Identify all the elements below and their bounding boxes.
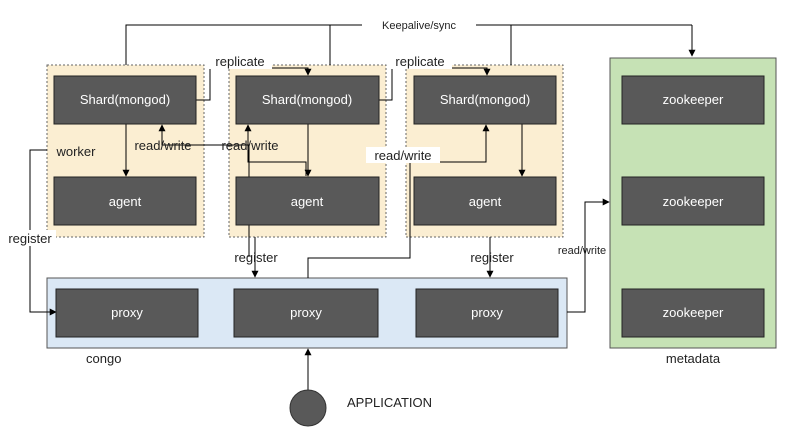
proxy-node-1 [55,288,199,338]
agent-node-2 [235,176,380,226]
agent-label-3: agent [469,194,502,209]
zookeeper-label-2: zookeeper [663,194,724,209]
agent-label-1: agent [109,194,142,209]
congo-label: congo [86,351,121,366]
register-label-1: register [8,231,52,246]
zookeeper-node-1 [621,75,765,125]
read-write-label-3: read/write [374,148,431,163]
register-label-3: register [470,250,514,265]
zookeeper-node-2 [621,176,765,226]
shard-label-2: Shard(mongod) [262,92,352,107]
proxy-node-2 [233,288,379,338]
zookeeper-label-1: zookeeper [663,92,724,107]
replicate-label-1: replicate [215,54,264,69]
read-write-label-meta: read/write [558,245,606,257]
worker-label: worker [55,144,96,159]
agent-node-1 [53,176,197,226]
proxy-label-1: proxy [111,305,143,320]
keepalive-edges [125,24,696,65]
shard-label-1: Shard(mongod) [80,92,170,107]
replicate-label-2: replicate [395,54,444,69]
application-label: APPLICATION [347,395,432,410]
agent-label-2: agent [291,194,324,209]
read-write-label-2: read/write [221,138,278,153]
proxy-node-3 [415,288,559,338]
metadata-label: metadata [666,351,721,366]
metadata-read-write-edge [567,198,610,313]
proxy-label-3: proxy [471,305,503,320]
shard-node-1 [53,75,197,125]
proxy-label-2: proxy [290,305,322,320]
shard-node-2 [235,75,380,125]
shard-node-3 [413,75,557,125]
zookeeper-label-3: zookeeper [663,305,724,320]
register-label-2: register [234,250,278,265]
read-write-label-1: read/write [134,138,191,153]
shard-label-3: Shard(mongod) [440,92,530,107]
application-node [289,389,327,427]
keepalive-label: Keepalive/sync [382,20,456,32]
zookeeper-node-3 [621,288,765,338]
agent-node-3 [413,176,557,226]
